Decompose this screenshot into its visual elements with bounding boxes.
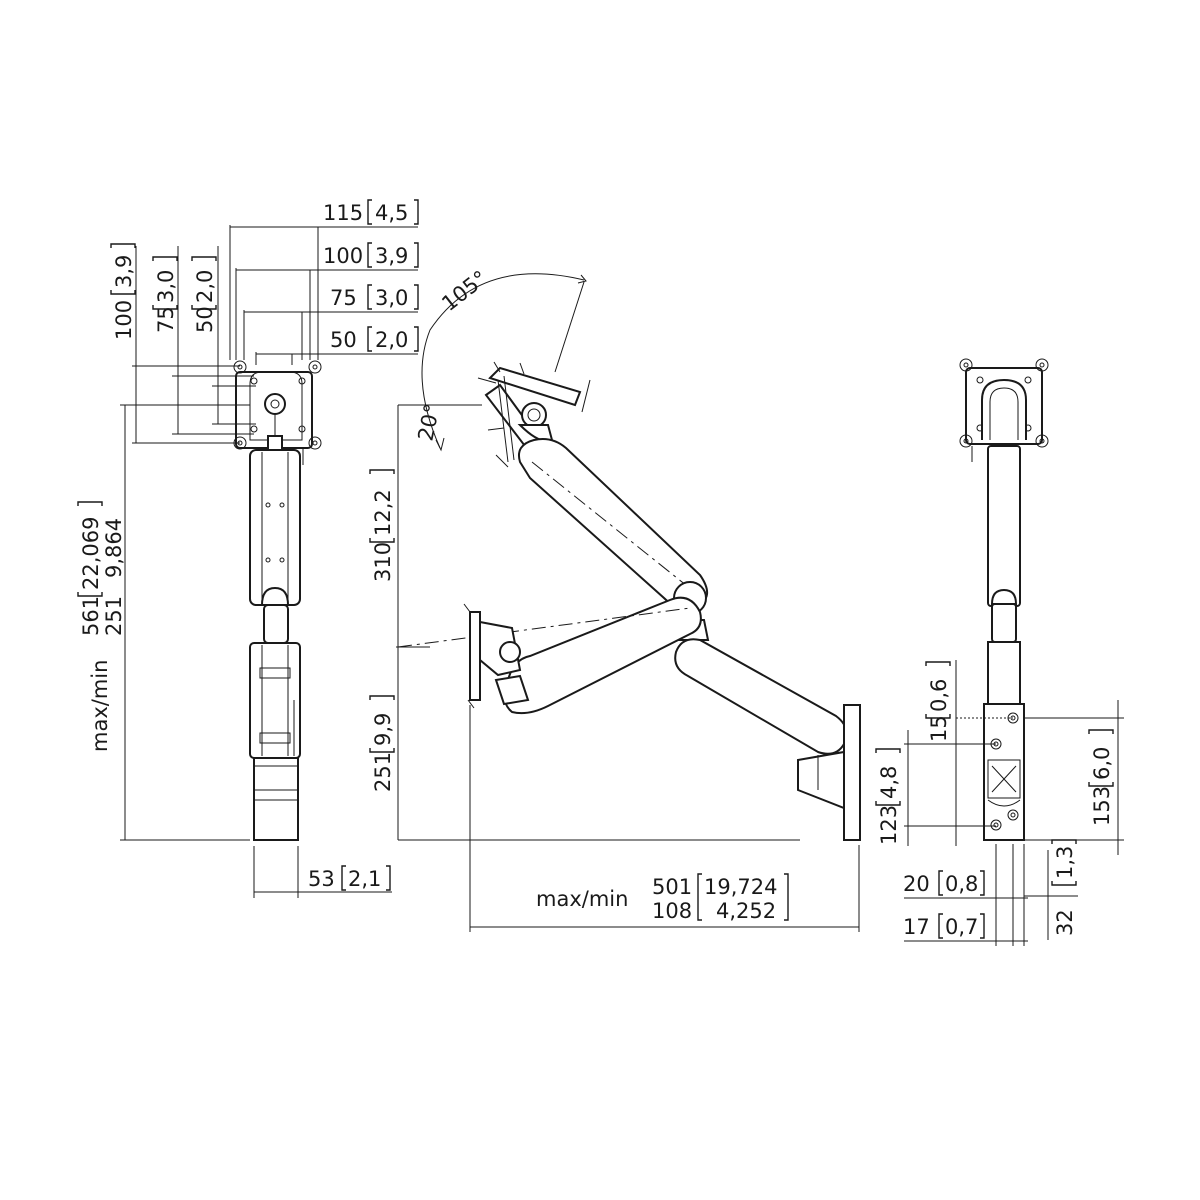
tilt-up-label: 105° xyxy=(437,266,492,316)
tilt-arc: 105° 20° xyxy=(398,266,587,452)
back-wall-plate xyxy=(983,703,1025,841)
front-wall-bracket xyxy=(253,757,299,841)
dim-v50-in: 2,0 xyxy=(193,270,217,303)
edge-offset-in: 0,8 xyxy=(945,872,978,896)
front-overall-height: max/min 561 22,069 251 9,864 xyxy=(77,404,250,841)
side-upper-arm xyxy=(518,438,708,609)
dim-v75-mm: 75 xyxy=(154,306,178,333)
dim-115-mm: 115 xyxy=(323,201,363,225)
hole-offset-in: 0,7 xyxy=(945,915,978,939)
front-width-dimensions: 115 4,5 100 3,9 75 3,0 50 2,0 xyxy=(229,199,419,365)
front-joint xyxy=(263,604,289,644)
front-height-dimensions: 100 3,9 75 3,0 50 2,0 xyxy=(110,243,256,444)
hole-spacing-mm: 123 xyxy=(877,805,901,845)
back-view: 153 6,0 123 4,8 15 0,6 xyxy=(875,358,1124,946)
dim-v50-mm: 50 xyxy=(193,306,217,333)
front-lower-arm xyxy=(249,642,301,759)
plate-depth-in: 1,3 xyxy=(1053,846,1077,879)
dim-75-in: 3,0 xyxy=(375,286,408,310)
side-view: 105° 20° xyxy=(369,266,861,932)
height-max-mm: 561 xyxy=(79,596,103,636)
arm-height-mm: 310 xyxy=(371,542,395,582)
tilt-down-label: 20° xyxy=(413,402,444,443)
dim-75-mm: 75 xyxy=(330,286,357,310)
height-max-in: 22,069 xyxy=(79,517,103,590)
reach-max-in: 19,724 xyxy=(704,875,777,899)
dim-50-mm: 50 xyxy=(330,328,357,352)
dim-75: 75 3,0 xyxy=(330,284,419,310)
dim-v75-in: 3,0 xyxy=(154,270,178,303)
side-reach-dims: max/min 501 108 19,724 4,252 xyxy=(469,705,860,932)
plate-height-in: 6,0 xyxy=(1090,747,1114,780)
front-upper-arm xyxy=(249,449,301,606)
base-width-in: 2,1 xyxy=(348,867,381,891)
dim-100-mm: 100 xyxy=(323,244,363,268)
back-joint xyxy=(990,588,1018,643)
dim-v100: 100 3,9 xyxy=(110,243,136,340)
side-head-raised xyxy=(477,361,591,468)
front-vesa-plate xyxy=(233,360,322,465)
side-forearm xyxy=(503,596,702,715)
edge-offset-mm: 20 xyxy=(903,872,930,896)
dim-v50: 50 2,0 xyxy=(191,256,217,333)
forearm-axis xyxy=(397,607,691,648)
side-wall-plate xyxy=(797,704,861,841)
dim-v75: 75 3,0 xyxy=(152,256,178,333)
reach-max-mm: 501 xyxy=(652,875,692,899)
base-width-mm: 53 xyxy=(308,867,335,891)
height-prefix: max/min xyxy=(88,660,112,752)
front-view: 115 4,5 100 3,9 75 3,0 50 2,0 xyxy=(77,199,419,898)
back-vesa-plate xyxy=(959,358,1049,462)
lower-height-mm: 251 xyxy=(371,752,395,792)
reach-min-in: 4,252 xyxy=(716,899,776,923)
upper-arm-axis xyxy=(531,461,693,591)
lower-height-in: 9,9 xyxy=(371,713,395,746)
back-dims: 153 6,0 123 4,8 15 0,6 xyxy=(875,660,1124,946)
arm-height-in: 12,2 xyxy=(371,489,395,536)
height-min-in: 9,864 xyxy=(102,518,126,578)
hole-offset-mm: 17 xyxy=(903,915,930,939)
dim-50-in: 2,0 xyxy=(375,328,408,352)
reach-prefix: max/min xyxy=(536,887,628,911)
reach-min-mm: 108 xyxy=(652,899,692,923)
side-vertical-dims: 310 12,2 251 9,9 xyxy=(369,405,800,841)
front-base-width: 53 2,1 xyxy=(253,846,392,898)
dim-50: 50 2,0 xyxy=(330,326,419,352)
side-lower-arm xyxy=(674,638,848,755)
plate-height-mm: 153 xyxy=(1090,786,1114,826)
dim-v100-mm: 100 xyxy=(112,300,136,340)
back-upper-arm xyxy=(987,445,1021,607)
side-head-lowered xyxy=(463,603,530,709)
hole-spacing-in: 4,8 xyxy=(877,766,901,799)
plate-depth-mm: 32 xyxy=(1053,909,1077,936)
back-lower-arm xyxy=(987,641,1021,705)
dim-100-in: 3,9 xyxy=(375,244,408,268)
dim-100: 100 3,9 xyxy=(323,242,419,268)
height-min-mm: 251 xyxy=(102,596,126,636)
dim-115-in: 4,5 xyxy=(375,201,408,225)
top-offset-in: 0,6 xyxy=(927,679,951,712)
top-offset-mm: 15 xyxy=(927,715,951,742)
dim-115: 115 4,5 xyxy=(323,199,419,225)
dim-v100-in: 3,9 xyxy=(112,255,136,288)
